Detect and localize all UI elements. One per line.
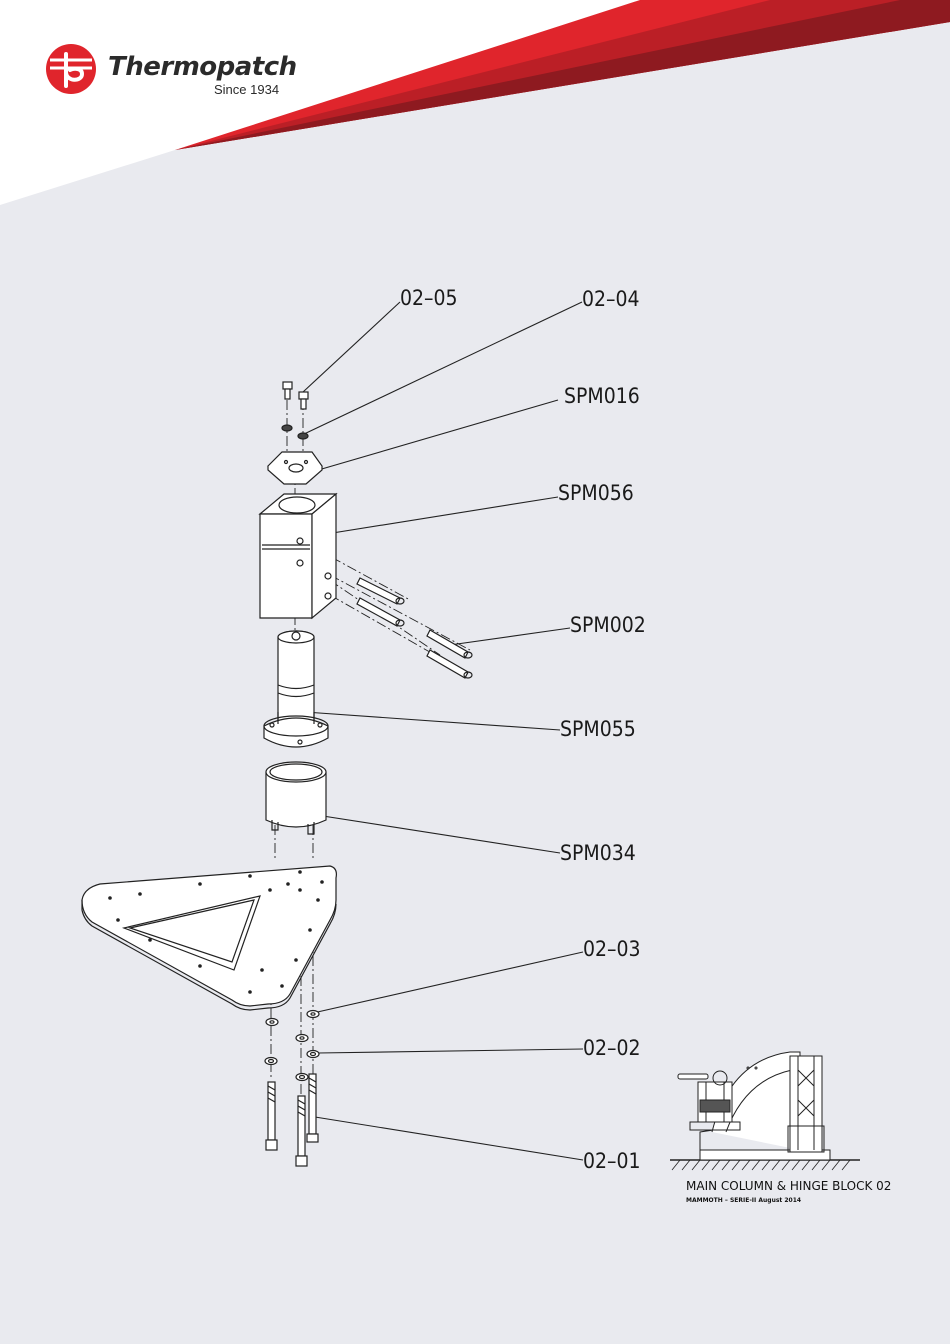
callout-02-03: 02–03 [583,937,641,961]
column-spm055 [264,631,328,747]
callout-02-02: 02–02 [583,1036,641,1060]
bolts-02-01 [266,1074,318,1166]
hinge-block-spm056 [260,494,336,618]
callout-02-04: 02–04 [582,287,640,311]
callout-spm055: SPM055 [560,717,636,741]
callout-labels: 02–05 02–04 SPM016 SPM056 SPM002 SPM055 … [400,286,646,1173]
top-plate-spm016 [268,452,322,484]
base-plate [82,866,336,1010]
washers-02-04 [282,425,308,439]
machine-thumbnail [670,1052,860,1170]
pins-spm002 [357,578,472,678]
sleeve-spm034 [266,762,326,834]
callout-02-01: 02–01 [583,1149,641,1173]
callout-02-05: 02–05 [400,286,458,310]
thumbnail-caption: MAIN COLUMN & HINGE BLOCK 02 [686,1179,891,1193]
callout-spm056: SPM056 [558,481,634,505]
washers-02-03 [266,1011,319,1042]
thumbnail-subcaption: MAMMOTH – SERIE-II August 2014 [686,1197,801,1204]
callout-spm002: SPM002 [570,613,646,637]
callout-spm016: SPM016 [564,384,640,408]
leader-lines [302,302,583,1160]
callout-spm034: SPM034 [560,841,636,865]
